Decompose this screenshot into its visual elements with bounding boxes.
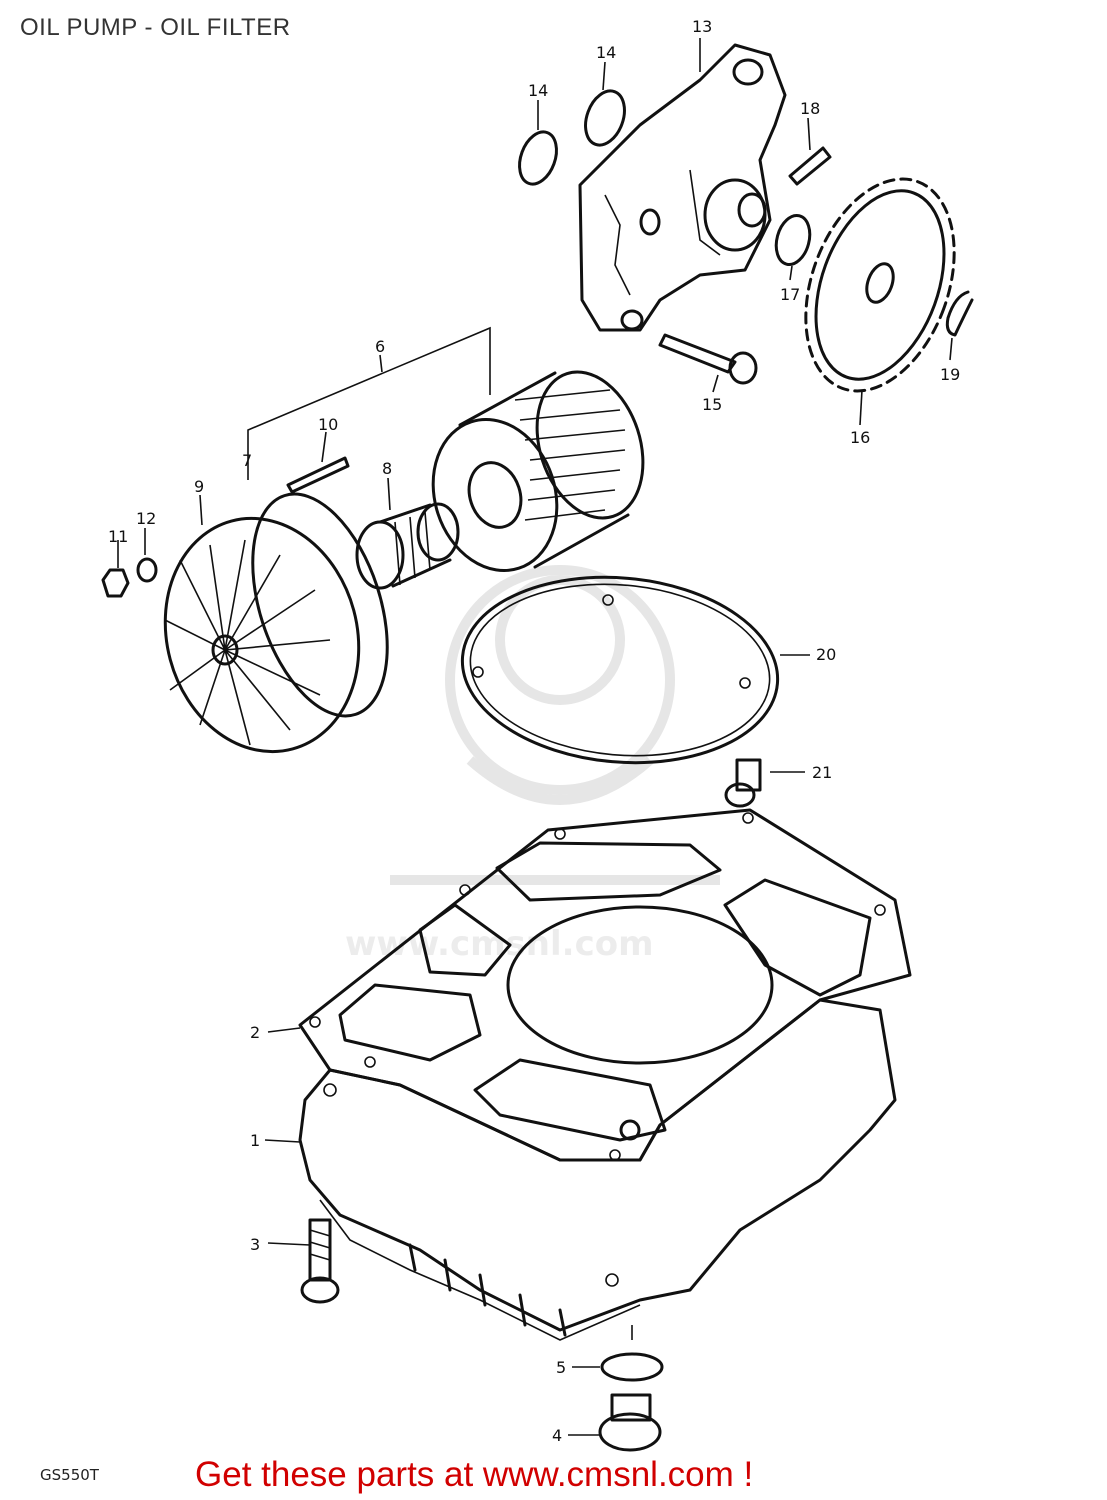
- callout-7: 7: [242, 451, 252, 470]
- callout-2: 2: [250, 1023, 260, 1042]
- leader-lines: [117, 38, 953, 1436]
- callout-6: 6: [375, 337, 385, 356]
- callout-19: 19: [940, 365, 960, 384]
- bracket-6: [247, 326, 491, 480]
- pin-10[interactable]: [286, 456, 350, 494]
- drain-plug-4[interactable]: [598, 1393, 662, 1452]
- oil-pan-gasket-2[interactable]: [298, 808, 912, 1162]
- oil-filter-cap-9[interactable]: [140, 496, 385, 773]
- bolt-21[interactable]: [724, 758, 762, 808]
- callout-12: 12: [136, 509, 156, 528]
- callout-16: 16: [850, 428, 870, 447]
- o-ring-14-a[interactable]: [513, 127, 563, 189]
- model-code: GS550T: [40, 1466, 99, 1484]
- callout-1: 1: [250, 1131, 260, 1150]
- cta-link[interactable]: Get these parts at www.cmsnl.com !: [195, 1455, 754, 1494]
- bolt-15[interactable]: [658, 333, 758, 385]
- washer-12[interactable]: [136, 557, 158, 583]
- callout-5: 5: [556, 1358, 566, 1377]
- callout-20: 20: [816, 645, 836, 664]
- callout-9: 9: [194, 477, 204, 496]
- watermark: www.cmsnl.com: [345, 565, 720, 964]
- spring-8[interactable]: [355, 502, 460, 590]
- callout-11: 11: [108, 527, 128, 546]
- oil-pump-gear-16[interactable]: [778, 158, 981, 411]
- callout-15: 15: [702, 395, 722, 414]
- oil-pump-body[interactable]: [578, 43, 787, 332]
- callout-18: 18: [800, 99, 820, 118]
- bolt-3[interactable]: [300, 1218, 340, 1304]
- o-ring-14-b[interactable]: [579, 86, 632, 151]
- gasket-20[interactable]: [455, 565, 786, 776]
- callout-3: 3: [250, 1235, 260, 1254]
- page-title: OIL PUMP - OIL FILTER: [20, 14, 291, 41]
- callout-labels: 13 14 14 18 17 19 16 15 6 10 7 8 9 12 11…: [108, 17, 960, 1445]
- callout-14-a: 14: [528, 81, 548, 100]
- callout-8: 8: [382, 459, 392, 478]
- nut-11[interactable]: [101, 568, 130, 598]
- oil-filter-element[interactable]: [414, 358, 661, 587]
- callout-10: 10: [318, 415, 338, 434]
- circlip-19[interactable]: [945, 290, 974, 337]
- pin-18[interactable]: [788, 146, 832, 186]
- callout-4: 4: [552, 1426, 562, 1445]
- washer-5[interactable]: [600, 1352, 664, 1382]
- callout-13: 13: [692, 17, 712, 36]
- oil-pan-1[interactable]: [298, 998, 897, 1341]
- callout-21: 21: [812, 763, 832, 782]
- callout-14-b: 14: [596, 43, 616, 62]
- o-ring-17[interactable]: [771, 212, 815, 269]
- o-ring-7[interactable]: [227, 477, 412, 733]
- callout-17: 17: [780, 285, 800, 304]
